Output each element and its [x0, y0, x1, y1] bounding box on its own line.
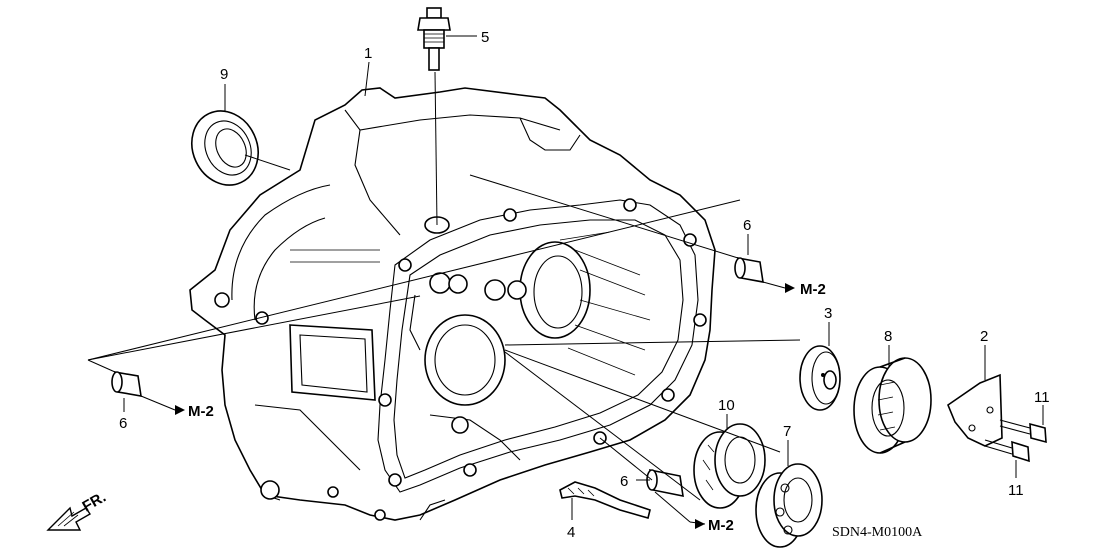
diagram-code: SDN4-M0100A: [832, 525, 923, 540]
ball-bearing-10: [693, 423, 766, 509]
ball-bearing-7: [755, 463, 823, 548]
dowel-pin-upper-right: [734, 257, 764, 283]
dowel-pin-left: [111, 371, 142, 397]
front-direction-arrow: FR.: [46, 489, 109, 531]
svg-text:M-2: M-2: [800, 281, 826, 298]
callout-8: 8: [884, 328, 892, 345]
oil-seal-9: [191, 110, 259, 186]
callout-5: 5: [481, 29, 489, 46]
callout-9: 9: [220, 66, 228, 83]
callout-6-upper: 6: [743, 217, 751, 234]
housing-bolt-bosses: [214, 198, 707, 521]
callout-10: 10: [718, 397, 735, 414]
callout-7: 7: [783, 423, 791, 440]
callout-11-lower: 11: [1008, 482, 1024, 499]
callout-1: 1: [364, 45, 372, 62]
reference-m2-bottom: M-2: [695, 517, 734, 534]
housing-ribs: [290, 231, 651, 376]
svg-text:M-2: M-2: [188, 403, 214, 420]
bracket-2: [947, 373, 1003, 447]
callout-2: 2: [980, 328, 988, 345]
housing-shaft-bores: [424, 216, 591, 406]
sensor-switch: [417, 7, 451, 71]
flange-bolt-upper: [999, 419, 1047, 444]
callout-6-lower: 6: [620, 473, 628, 490]
bearing-plate-3: [799, 345, 841, 411]
callout-3: 3: [824, 305, 832, 322]
callout-11-upper: 11: [1034, 389, 1050, 406]
needle-bearing-8: [853, 357, 932, 454]
clip-4: [559, 481, 651, 519]
callout-6-left: 6: [119, 415, 127, 432]
clutch-housing: [189, 87, 716, 521]
flange-bolt-lower: [984, 439, 1030, 463]
svg-text:M-2: M-2: [708, 517, 734, 534]
reference-m2-left: M-2: [175, 403, 214, 420]
reference-m2-right: M-2: [785, 281, 826, 298]
callout-4: 4: [567, 524, 575, 541]
